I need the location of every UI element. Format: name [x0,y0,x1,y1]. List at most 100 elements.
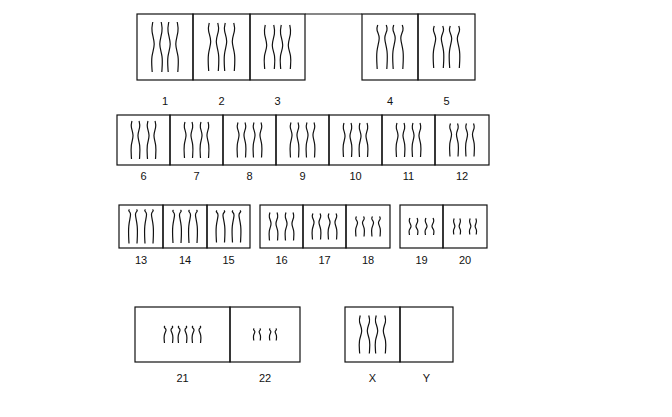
chromatid [185,326,187,343]
chromatid [469,219,470,235]
chromatid [275,329,276,341]
chromosome-number: 2 [218,95,224,107]
chromatid [313,123,315,158]
chromosome-number: 13 [135,254,147,266]
chromosome-number: 14 [179,254,191,266]
chromosome-number: 6 [140,170,146,182]
chromosome [173,210,182,243]
karyotype-cell [137,14,193,80]
chromosome [449,26,460,68]
chromatid [328,214,330,240]
chromosome [152,22,163,72]
chromatid [269,213,271,241]
chromatid [441,26,444,68]
karyotype-cell [400,307,453,362]
chromatid [425,218,427,235]
chromosome-number: 21 [176,372,188,384]
chromosome [393,25,404,69]
chromatid [264,25,267,69]
karyotype-cell [443,205,487,248]
karyotype-cell [382,115,435,165]
chromosome-number: 9 [299,170,305,182]
chromatid [356,217,358,237]
chromatid [416,218,418,235]
chromatid [466,124,468,157]
karyotype-cell [346,205,390,248]
chromatid [297,123,299,158]
chromosome [328,214,337,240]
chromatid [154,121,156,159]
chromosome [375,316,386,354]
chromatid [253,329,254,341]
chromosome [269,213,278,241]
chromosome [145,210,154,244]
chromatid [385,25,388,69]
chromatid [290,123,292,158]
chromatid [409,218,411,235]
chromatid [475,219,476,235]
karyotype-cell [435,115,489,165]
chromatid [147,121,149,159]
chromosome [208,23,219,71]
chromatid [216,211,218,243]
chromatid [292,213,294,241]
chromatid [208,23,211,71]
karyotype-cell [250,14,305,80]
chromatid [189,210,191,243]
chromosome [290,123,299,158]
chromatid [272,25,275,69]
chromatid [362,217,364,237]
chromatid [433,26,436,68]
chromatid [350,123,352,157]
chromatid [472,124,474,157]
chromosome-number: 3 [274,95,280,107]
chromosome [412,123,421,157]
karyotype-cell [117,115,170,165]
chromatid [383,316,386,354]
chromatid [173,210,175,243]
chromosome [433,26,444,68]
chromatid [131,121,133,159]
chromosome [253,123,262,158]
chromatid [306,123,308,158]
karyotype-cell [329,115,382,165]
chromatid [244,123,246,158]
frame-line [305,13,362,14]
chromatid [276,213,278,241]
chromosome [453,219,460,235]
chromosome [450,124,459,157]
chromatid [259,329,260,341]
chromosome [312,214,321,240]
chromatid [359,316,362,354]
chromosome [466,124,475,157]
chromosome-number: 12 [456,170,468,182]
chromatid [319,214,321,240]
karyotype-cell [303,205,346,248]
chromatid [367,316,370,354]
chromatid [152,22,155,72]
chromosome-number: X [369,372,376,384]
chromatid [456,124,458,157]
chromatid [312,214,314,240]
chromatid [335,214,337,240]
chromosome-number: 20 [459,254,471,266]
chromosome [237,123,246,158]
chromatid [269,329,270,341]
chromatid [260,123,262,158]
chromatid [239,211,241,243]
chromatid [160,22,163,72]
chromosome-number: Y [423,372,430,384]
chromatid [288,25,291,69]
chromosome [280,25,291,69]
chromosome [200,122,209,158]
chromatid [168,22,171,72]
karyotype-cell [276,115,329,165]
chromosome [178,326,187,343]
chromosome [269,329,276,341]
chromatid [366,123,368,157]
karyotype-cell [400,205,443,248]
chromatid [412,123,414,157]
chromosome-number: 17 [318,254,330,266]
